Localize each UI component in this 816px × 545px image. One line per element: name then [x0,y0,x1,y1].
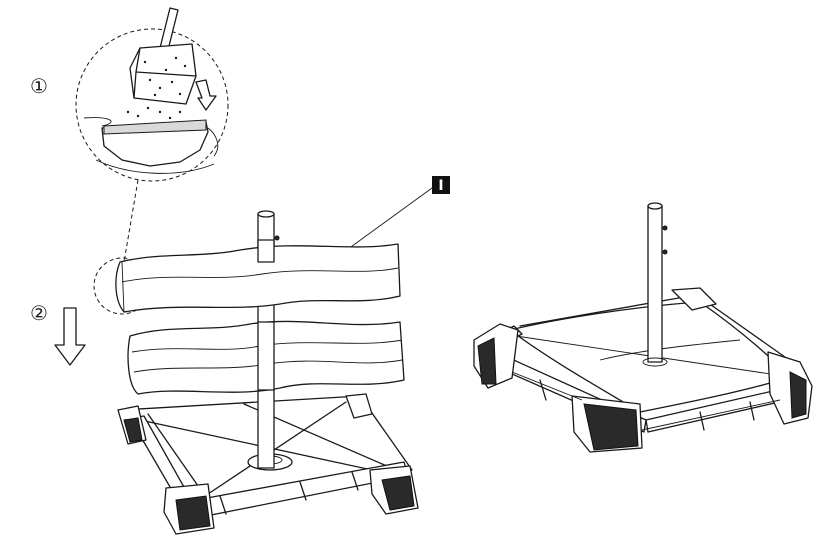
detail-leader-line [123,179,139,263]
right-umbrella-pole [642,202,668,367]
right-assembled-base [473,287,813,453]
upper-sand-bag [115,239,401,313]
part-label-badge: I [432,176,450,194]
step-2-label: ② [30,301,48,325]
down-arrow-icon [54,307,86,366]
part-label-text: I [438,178,443,194]
step-1-label: ① [30,74,48,98]
lower-sand-bag [127,320,405,395]
sand-filling-detail [75,7,229,182]
